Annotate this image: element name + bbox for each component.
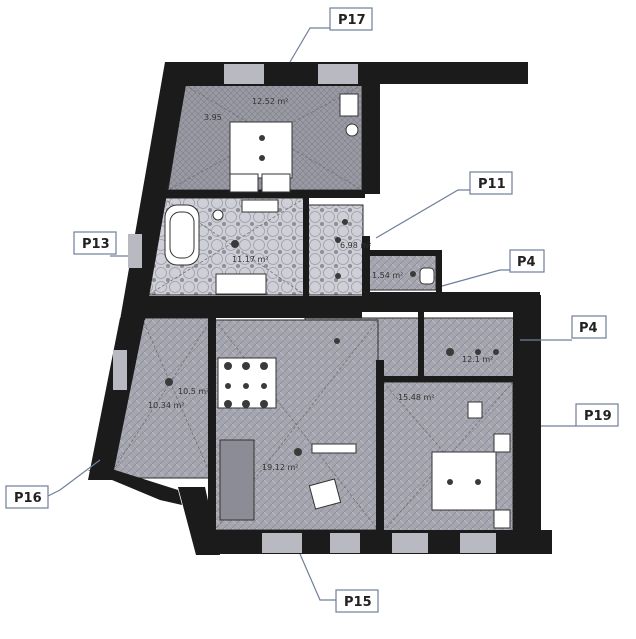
fixtures — [164, 93, 511, 529]
callout-p15[interactable] — [335, 589, 379, 613]
callout-p13-label: P13 — [82, 237, 110, 252]
area-label-bedroom-right: 15.48 m² — [398, 393, 434, 402]
callout-p4-mid[interactable] — [571, 315, 607, 339]
callout-p16-label: P16 — [14, 491, 42, 506]
callout-p17-label: P17 — [338, 13, 366, 28]
area-label-living: 19.12 m² — [262, 463, 298, 472]
callout-p19[interactable] — [575, 403, 619, 427]
callout-p4-mid-label: P4 — [579, 321, 598, 336]
callout-p19-label: P19 — [584, 409, 612, 424]
windows — [113, 64, 496, 553]
area-label-bedroom-top-small: 3.95 — [204, 113, 222, 122]
area-label-hall: 6.98 m² — [340, 241, 371, 250]
area-labels: 12.52 m² 3.95 11.17 m² 6.98 m² 1.54 m² 1… — [148, 97, 493, 472]
area-label-left-b: 10.34 m² — [148, 401, 184, 410]
callout-p13[interactable] — [73, 231, 117, 255]
callout-p17[interactable] — [329, 7, 373, 31]
room-hall — [307, 204, 364, 296]
area-label-bathroom: 11.17 m² — [232, 255, 268, 264]
area-label-bedroom-top: 12.52 m² — [252, 97, 288, 106]
callout-p16[interactable] — [5, 485, 49, 509]
area-label-corridor: 12.1 m² — [462, 355, 493, 364]
callout-p11-label: P11 — [478, 177, 506, 192]
area-label-left-a: 10.5 m² — [178, 387, 209, 396]
callout-p15-label: P15 — [344, 595, 372, 610]
callouts: P17 P11 P13 P4 P4 P19 P16 P15 — [5, 7, 619, 613]
callout-p4-top-label: P4 — [517, 255, 536, 270]
area-label-wc: 1.54 m² — [372, 271, 403, 280]
callout-p4-top[interactable] — [509, 249, 545, 273]
callout-p11[interactable] — [469, 171, 513, 195]
